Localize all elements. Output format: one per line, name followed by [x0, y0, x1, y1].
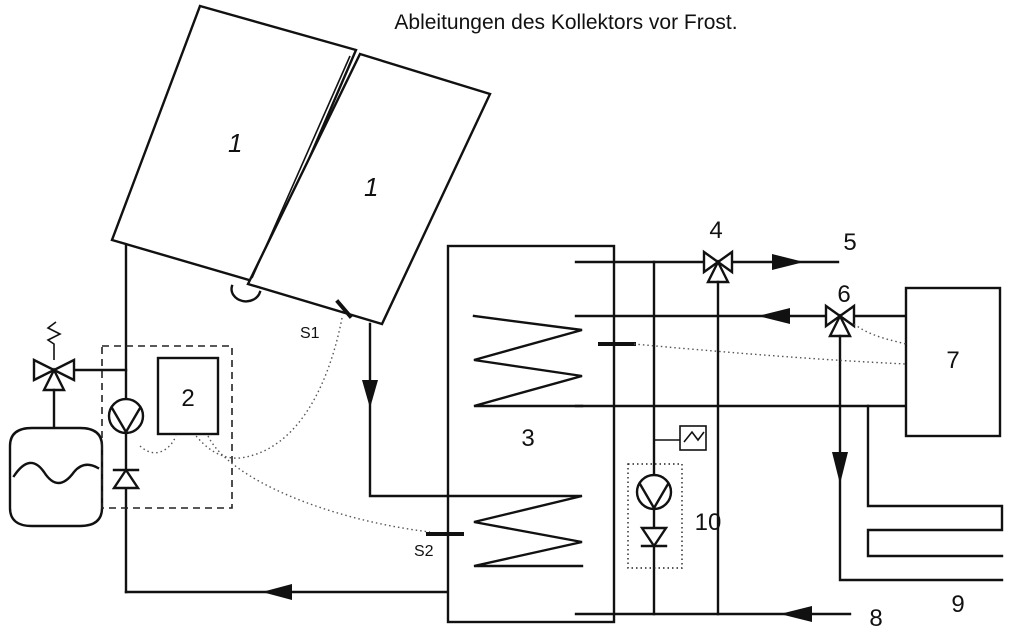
- flow-arrow-left: [262, 584, 292, 600]
- boiler-label: 7: [946, 347, 959, 374]
- sensor-s1-mark: [335, 299, 353, 319]
- valve-4-label: 4: [709, 217, 722, 244]
- flow-arrow-cold: [780, 606, 812, 622]
- collector-joint: [251, 55, 351, 279]
- circulation-check-valve: [639, 526, 669, 549]
- valve-6-label: 6: [837, 281, 850, 308]
- mixing-valve-6: [824, 303, 856, 338]
- cold-water-label: 8: [869, 605, 882, 632]
- upper-coil: [472, 314, 584, 408]
- collector-connector: [230, 284, 262, 303]
- pump-station-box: [101, 345, 233, 509]
- controller-box: [156, 356, 220, 436]
- check-valve: [111, 467, 141, 490]
- safety-valve: [32, 321, 128, 430]
- sensor-s1-label: S1: [300, 325, 320, 342]
- controller-label: 2: [181, 385, 194, 412]
- flow-arrow-heating: [832, 452, 848, 484]
- timer-icon: [653, 425, 707, 475]
- wire-valve-6: [853, 323, 907, 345]
- storage-label: 3: [521, 425, 534, 452]
- wire-boiler-sensor: [633, 343, 907, 365]
- wire-pump: [139, 435, 177, 454]
- heating-circuit-loop: [866, 404, 1004, 558]
- mixing-valve-4: [702, 249, 734, 284]
- diagram-caption: Ableitungen des Kollektors vor Frost.: [394, 11, 737, 34]
- heating-label: 9: [951, 591, 964, 618]
- sensor-s2-label: S2: [414, 543, 434, 560]
- flow-arrow-hot: [772, 254, 804, 270]
- lower-coil: [446, 494, 584, 568]
- hot-water-label: 5: [843, 229, 856, 256]
- storage-tank: [446, 244, 616, 624]
- flow-arrow-boiler: [758, 308, 790, 324]
- circulation-pump: [635, 473, 673, 511]
- collector-label-b: 1: [364, 172, 378, 202]
- solar-pump: [107, 397, 145, 435]
- boiler-box: [904, 286, 1002, 438]
- heating-supply-line: [838, 334, 1004, 582]
- flow-arrow-down: [362, 380, 378, 408]
- wire-s1: [195, 317, 343, 459]
- collector-label-a: 1: [228, 128, 242, 158]
- wire-s2: [207, 435, 431, 533]
- collector-panel-right: [246, 52, 492, 326]
- circulation-label: 10: [695, 509, 722, 536]
- circulation-box: [627, 463, 683, 569]
- solar-flow-line: [368, 322, 450, 498]
- expansion-vessel: [8, 426, 104, 528]
